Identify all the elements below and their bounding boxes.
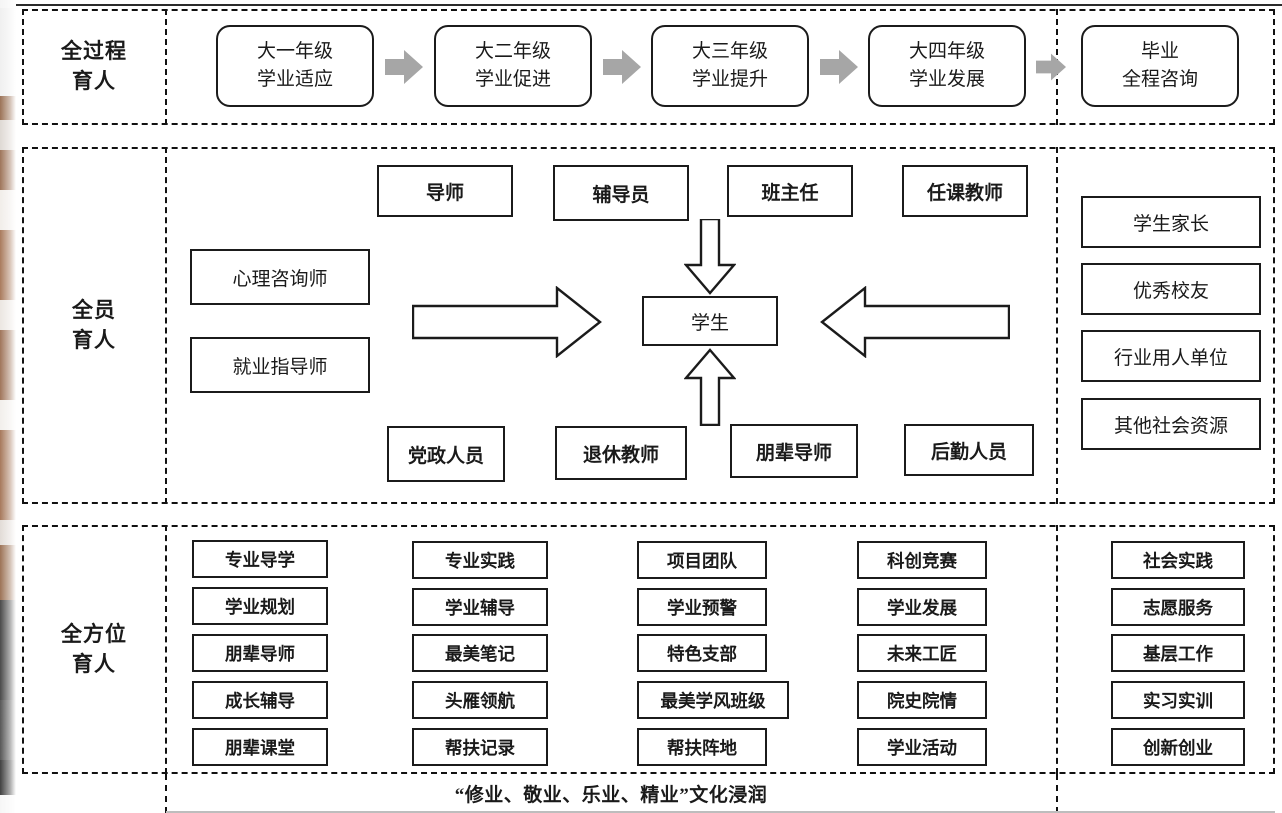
arrow-right-icon-4 bbox=[1036, 52, 1066, 82]
stage-box-year2: 大二年级 学业促进 bbox=[434, 25, 592, 107]
program-box-c4r5: 学业活动 bbox=[857, 728, 987, 766]
program-box-c4r4: 院史院情 bbox=[857, 681, 987, 719]
role-box-career-advisor: 就业指导师 bbox=[190, 337, 370, 393]
block-arrow-right-icon bbox=[411, 285, 602, 359]
section-label-allstaff: 全员 育人 bbox=[72, 297, 116, 352]
section-allround-right-divider bbox=[1056, 525, 1058, 774]
role-box-mentor: 导师 bbox=[377, 165, 513, 217]
program-box-c2r3: 最美笔记 bbox=[412, 634, 548, 672]
program-box-c2r4: 头雁领航 bbox=[412, 681, 548, 719]
program-box-c1r5: 朋辈课堂 bbox=[192, 728, 328, 766]
culture-band-right-divider bbox=[1056, 774, 1058, 813]
section-process bbox=[22, 9, 1275, 125]
culture-band-left-divider bbox=[165, 774, 167, 813]
block-arrow-up-icon bbox=[683, 348, 737, 427]
program-box-c5r1: 社会实践 bbox=[1111, 541, 1245, 579]
section-allstaff-right-divider bbox=[1056, 147, 1058, 504]
program-box-c1r3: 朋辈导师 bbox=[192, 634, 328, 672]
program-box-c1r4: 成长辅导 bbox=[192, 681, 328, 719]
role-box-psych-counselor: 心理咨询师 bbox=[190, 249, 370, 305]
arrow-right-icon-1 bbox=[385, 48, 423, 86]
program-box-c5r5: 创新创业 bbox=[1111, 728, 1245, 766]
role-box-counselor: 辅导员 bbox=[553, 165, 689, 221]
role-box-retired-teacher: 退休教师 bbox=[555, 426, 687, 480]
role-box-logistics-staff: 后勤人员 bbox=[904, 424, 1034, 476]
program-box-c3r4: 最美学风班级 bbox=[637, 681, 789, 719]
block-arrow-down-icon bbox=[683, 217, 737, 295]
stage-box-year4: 大四年级 学业发展 bbox=[868, 25, 1026, 107]
section-allround bbox=[22, 525, 1275, 774]
arrow-right-icon-2 bbox=[603, 48, 641, 86]
culture-band-bottom-rule bbox=[166, 811, 1275, 813]
resource-box-alumni: 优秀校友 bbox=[1081, 263, 1261, 315]
section-process-left-divider bbox=[165, 9, 167, 125]
resource-box-parents: 学生家长 bbox=[1081, 196, 1261, 248]
center-box-student: 学生 bbox=[642, 296, 778, 346]
block-arrow-left-icon bbox=[820, 285, 1011, 359]
program-box-c2r5: 帮扶记录 bbox=[412, 728, 548, 766]
culture-band-text: “修业、敬业、乐业、精业”文化浸润 bbox=[454, 784, 768, 806]
section-allround-left-divider bbox=[165, 525, 167, 774]
resource-box-employers: 行业用人单位 bbox=[1081, 330, 1261, 382]
program-box-c2r2: 学业辅导 bbox=[412, 588, 548, 626]
section-allstaff bbox=[22, 147, 1275, 504]
stage-box-year1: 大一年级 学业适应 bbox=[216, 25, 374, 107]
stage-box-year3: 大三年级 学业提升 bbox=[651, 25, 809, 107]
section-label-process: 全过程 育人 bbox=[61, 39, 127, 93]
role-box-subjectteacher: 任课教师 bbox=[902, 165, 1028, 217]
program-box-c4r2: 学业发展 bbox=[857, 588, 987, 626]
program-box-c1r2: 学业规划 bbox=[192, 587, 328, 625]
role-box-party-admin: 党政人员 bbox=[387, 426, 505, 482]
program-box-c5r4: 实习实训 bbox=[1111, 681, 1245, 719]
program-box-c1r1: 专业导学 bbox=[192, 540, 328, 578]
page-edge-fade bbox=[0, 0, 16, 813]
program-box-c5r2: 志愿服务 bbox=[1111, 588, 1245, 626]
program-box-c4r1: 科创竞赛 bbox=[857, 541, 987, 579]
role-box-headteacher: 班主任 bbox=[727, 165, 853, 217]
section-allstaff-left-divider bbox=[165, 147, 167, 504]
role-box-peer-mentor: 朋辈导师 bbox=[730, 424, 858, 478]
stage-box-graduation: 毕业 全程咨询 bbox=[1081, 25, 1239, 107]
program-box-c3r3: 特色支部 bbox=[637, 634, 767, 672]
program-box-c3r2: 学业预警 bbox=[637, 588, 767, 626]
arrow-right-icon-3 bbox=[820, 48, 858, 86]
resource-box-other-social: 其他社会资源 bbox=[1081, 398, 1261, 450]
top-rule bbox=[16, 4, 1282, 6]
section-label-allround: 全方位 育人 bbox=[61, 621, 127, 676]
program-box-c3r1: 项目团队 bbox=[637, 541, 767, 579]
program-box-c3r5: 帮扶阵地 bbox=[637, 728, 767, 766]
program-box-c4r3: 未来工匠 bbox=[857, 634, 987, 672]
program-box-c5r3: 基层工作 bbox=[1111, 634, 1245, 672]
program-box-c2r1: 专业实践 bbox=[412, 541, 548, 579]
